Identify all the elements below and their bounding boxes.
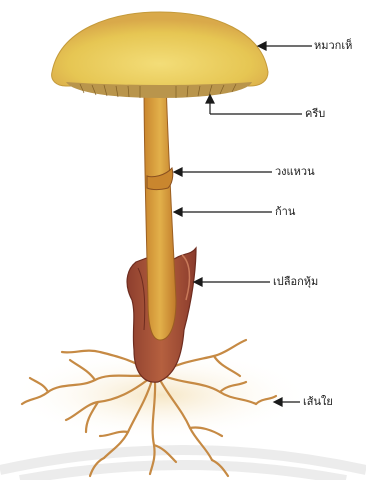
- label-gills: ครีบ: [305, 108, 325, 120]
- arrowhead-stem: [174, 208, 182, 216]
- arrowhead-gills: [206, 95, 214, 103]
- label-volva: เปลือกหุ้ม: [273, 276, 318, 288]
- arrowhead-volva: [194, 278, 202, 286]
- label-cap: หมวกเห็: [314, 40, 352, 52]
- label-ring: วงแหวน: [275, 166, 315, 178]
- arrowhead-ring: [174, 168, 182, 176]
- cap: [52, 12, 268, 98]
- label-stem: ก้าน: [275, 206, 295, 218]
- label-mycelium: เส้นใย: [303, 396, 333, 408]
- stem: [144, 80, 176, 340]
- background-arcs: [0, 450, 366, 480]
